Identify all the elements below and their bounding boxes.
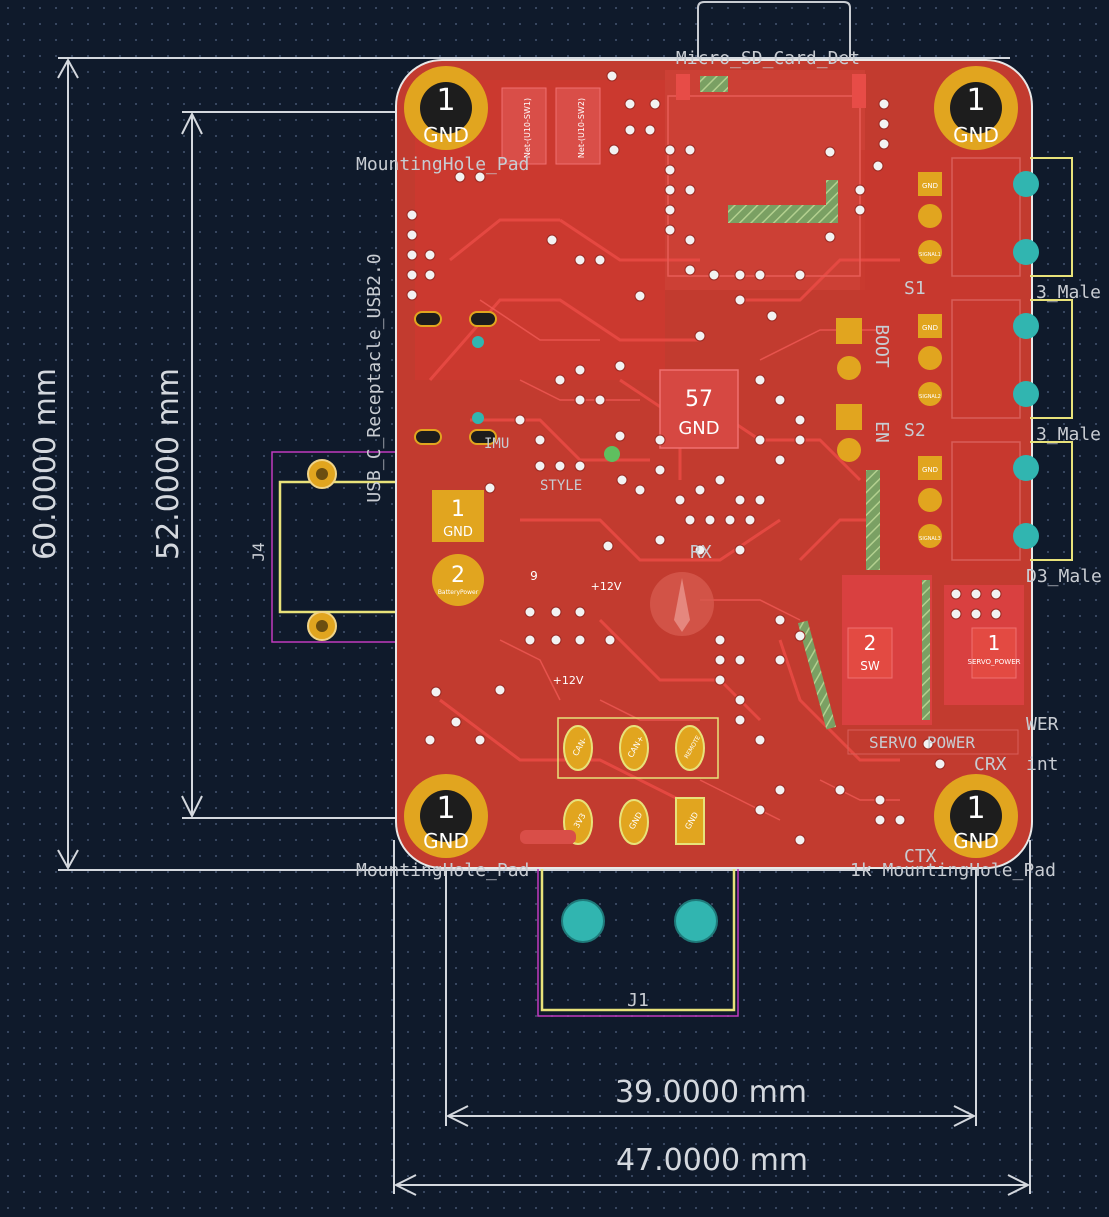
battery-pad1-num: 1 (451, 497, 465, 522)
mh-bl-num: 1 (436, 791, 455, 826)
mh-br-num: 1 (966, 791, 985, 826)
servo-header-s1[interactable] (918, 157, 1073, 277)
sw2-net: Net-(U10-SW2) (577, 98, 586, 158)
s1-label: S1 (904, 278, 926, 299)
s3-pin1-net: GND (922, 466, 938, 474)
imu-label: IMU (484, 436, 509, 452)
s2-pin3-net: SIGNAL2 (919, 394, 941, 400)
mounting-hole-tr[interactable] (934, 66, 1018, 150)
mh-bl-net: GND (423, 829, 469, 853)
usbc-label: USB_C_Receptacle_USB2.0 (364, 253, 385, 502)
mh-tr-net: GND (953, 123, 999, 147)
dimension-height-outer-label: 60.0000 mm (28, 368, 63, 560)
connector-j4[interactable] (271, 451, 399, 643)
mh-tr-num: 1 (966, 83, 985, 118)
mounting-pad-label-bl: MountingHole_Pad (356, 860, 529, 881)
mcu-pad-net: GND (678, 418, 719, 439)
connector-j1[interactable] (537, 861, 739, 1017)
style-label: STYLE (540, 478, 582, 494)
microsd-label: Micro_SD_Card_Det (676, 48, 860, 69)
mh-tl-net: GND (423, 123, 469, 147)
dimension-width-outer-label: 47.0000 mm (616, 1143, 808, 1178)
mh-br-net: GND (953, 829, 999, 853)
dimension-width-inner (445, 840, 977, 1127)
s2-label: S2 (904, 420, 926, 441)
s1-pin3-net: SIGNAL1 (919, 252, 941, 258)
dimension-width-inner-label: 39.0000 mm (615, 1075, 807, 1110)
battery-pad2-net: BatteryPower (438, 589, 479, 596)
ctx-label: CTX (904, 846, 937, 867)
mounting-hole-tl[interactable] (404, 66, 488, 150)
servo-pad-net: SERVO_POWER (968, 658, 1021, 666)
mounting-hole-br[interactable] (934, 774, 1018, 858)
header-3-male-1: 3_Male (1036, 282, 1101, 303)
boot-label: BOOT (871, 324, 892, 368)
servo-power-label: SERVO POWER (869, 733, 975, 752)
servo-pad-num: 1 (988, 631, 1001, 655)
mounting-pad-label-br: 1k MountingHole_Pad (850, 860, 1056, 881)
mounting-hole-bl[interactable] (404, 774, 488, 858)
dimension-height-inner-label: 52.0000 mm (151, 368, 186, 560)
battery-pad1-net: GND (443, 525, 473, 540)
s3-pin3-net: SIGNAL3 (919, 536, 941, 542)
sw1-net: Net-(U10-SW1) (523, 98, 532, 158)
pad-12v-b: +12V (553, 674, 584, 687)
via-array (406, 70, 1002, 846)
j1-ref: J1 (627, 990, 649, 1011)
pad-9-a: 9 (530, 569, 538, 583)
crx-label: CRX (974, 754, 1007, 775)
sw-pad-net: SW (860, 659, 880, 673)
mh-tl-num: 1 (436, 83, 455, 118)
servo-header-s2[interactable] (918, 299, 1073, 419)
en-label: EN (871, 421, 892, 443)
battery-pad2-num: 2 (451, 563, 465, 588)
pad-12v-a: +12V (591, 580, 622, 593)
servo-header-s3[interactable] (918, 441, 1073, 561)
s2-pin1-net: GND (922, 324, 938, 332)
header-3-male-2: 3_Male (1036, 424, 1101, 445)
power-label: WER (1026, 714, 1059, 735)
s1-pin1-net: GND (922, 182, 938, 190)
header-3-male-3: D3_Male (1026, 566, 1102, 587)
int-label: int (1026, 754, 1059, 775)
mounting-pad-label-top: MountingHole_Pad (356, 154, 529, 175)
mcu-pad-num: 57 (685, 387, 713, 412)
dimension-width-outer (393, 840, 1031, 1196)
pcb-board[interactable] (395, 59, 1073, 869)
sw-pad-num: 2 (864, 631, 877, 655)
microsd-socket-outline[interactable] (697, 1, 851, 60)
j4-ref: J4 (249, 542, 268, 561)
rx-label: RX (690, 542, 712, 563)
